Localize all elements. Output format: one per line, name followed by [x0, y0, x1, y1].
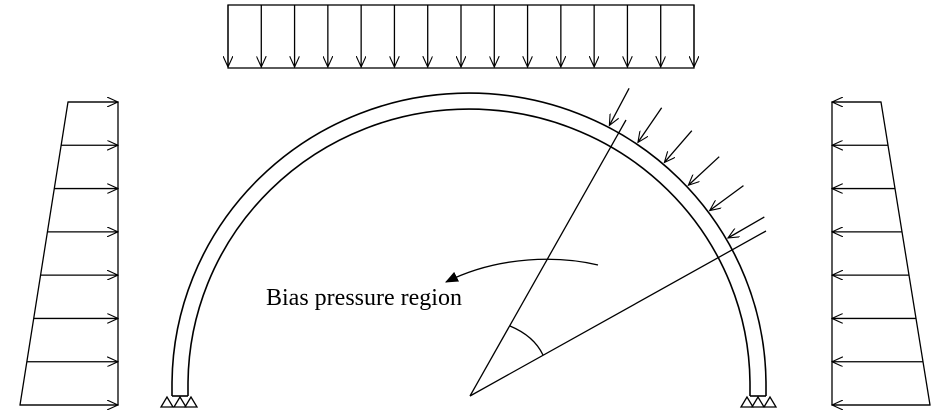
bias-pressure-arrow — [664, 130, 693, 163]
bias-pressure-arrow — [710, 185, 744, 211]
region-boundary-line-upper — [469, 119, 627, 397]
supports — [159, 395, 778, 408]
top-vertical-load — [228, 4, 694, 69]
support-triangle — [750, 395, 766, 408]
right-load-outline — [831, 101, 931, 406]
right-lateral-load — [831, 101, 931, 406]
region-boundary-line-lower — [469, 230, 767, 397]
bias-pressure-arrows — [609, 88, 765, 238]
support-triangle — [159, 395, 175, 408]
bias-pressure-arrow — [609, 88, 630, 125]
label-pointer-arrow — [445, 258, 599, 283]
bias-pressure-region — [469, 119, 767, 397]
support-triangle — [172, 395, 188, 408]
support-triangle — [183, 395, 199, 408]
bias-pressure-arrow — [728, 216, 765, 238]
left-load-outline — [19, 101, 119, 406]
lining-outer-arc — [171, 92, 767, 396]
lining-inner-arc — [187, 108, 751, 396]
left-lateral-load — [19, 101, 119, 406]
bias-pressure-arrow — [688, 156, 720, 186]
bias-pressure-region-label: Bias pressure region — [266, 285, 462, 311]
support-triangle — [762, 395, 778, 408]
region-angle-arc — [509, 325, 544, 356]
support-triangle — [739, 395, 755, 408]
bias-pressure-arrow — [638, 107, 663, 143]
tunnel-lining — [171, 92, 767, 397]
